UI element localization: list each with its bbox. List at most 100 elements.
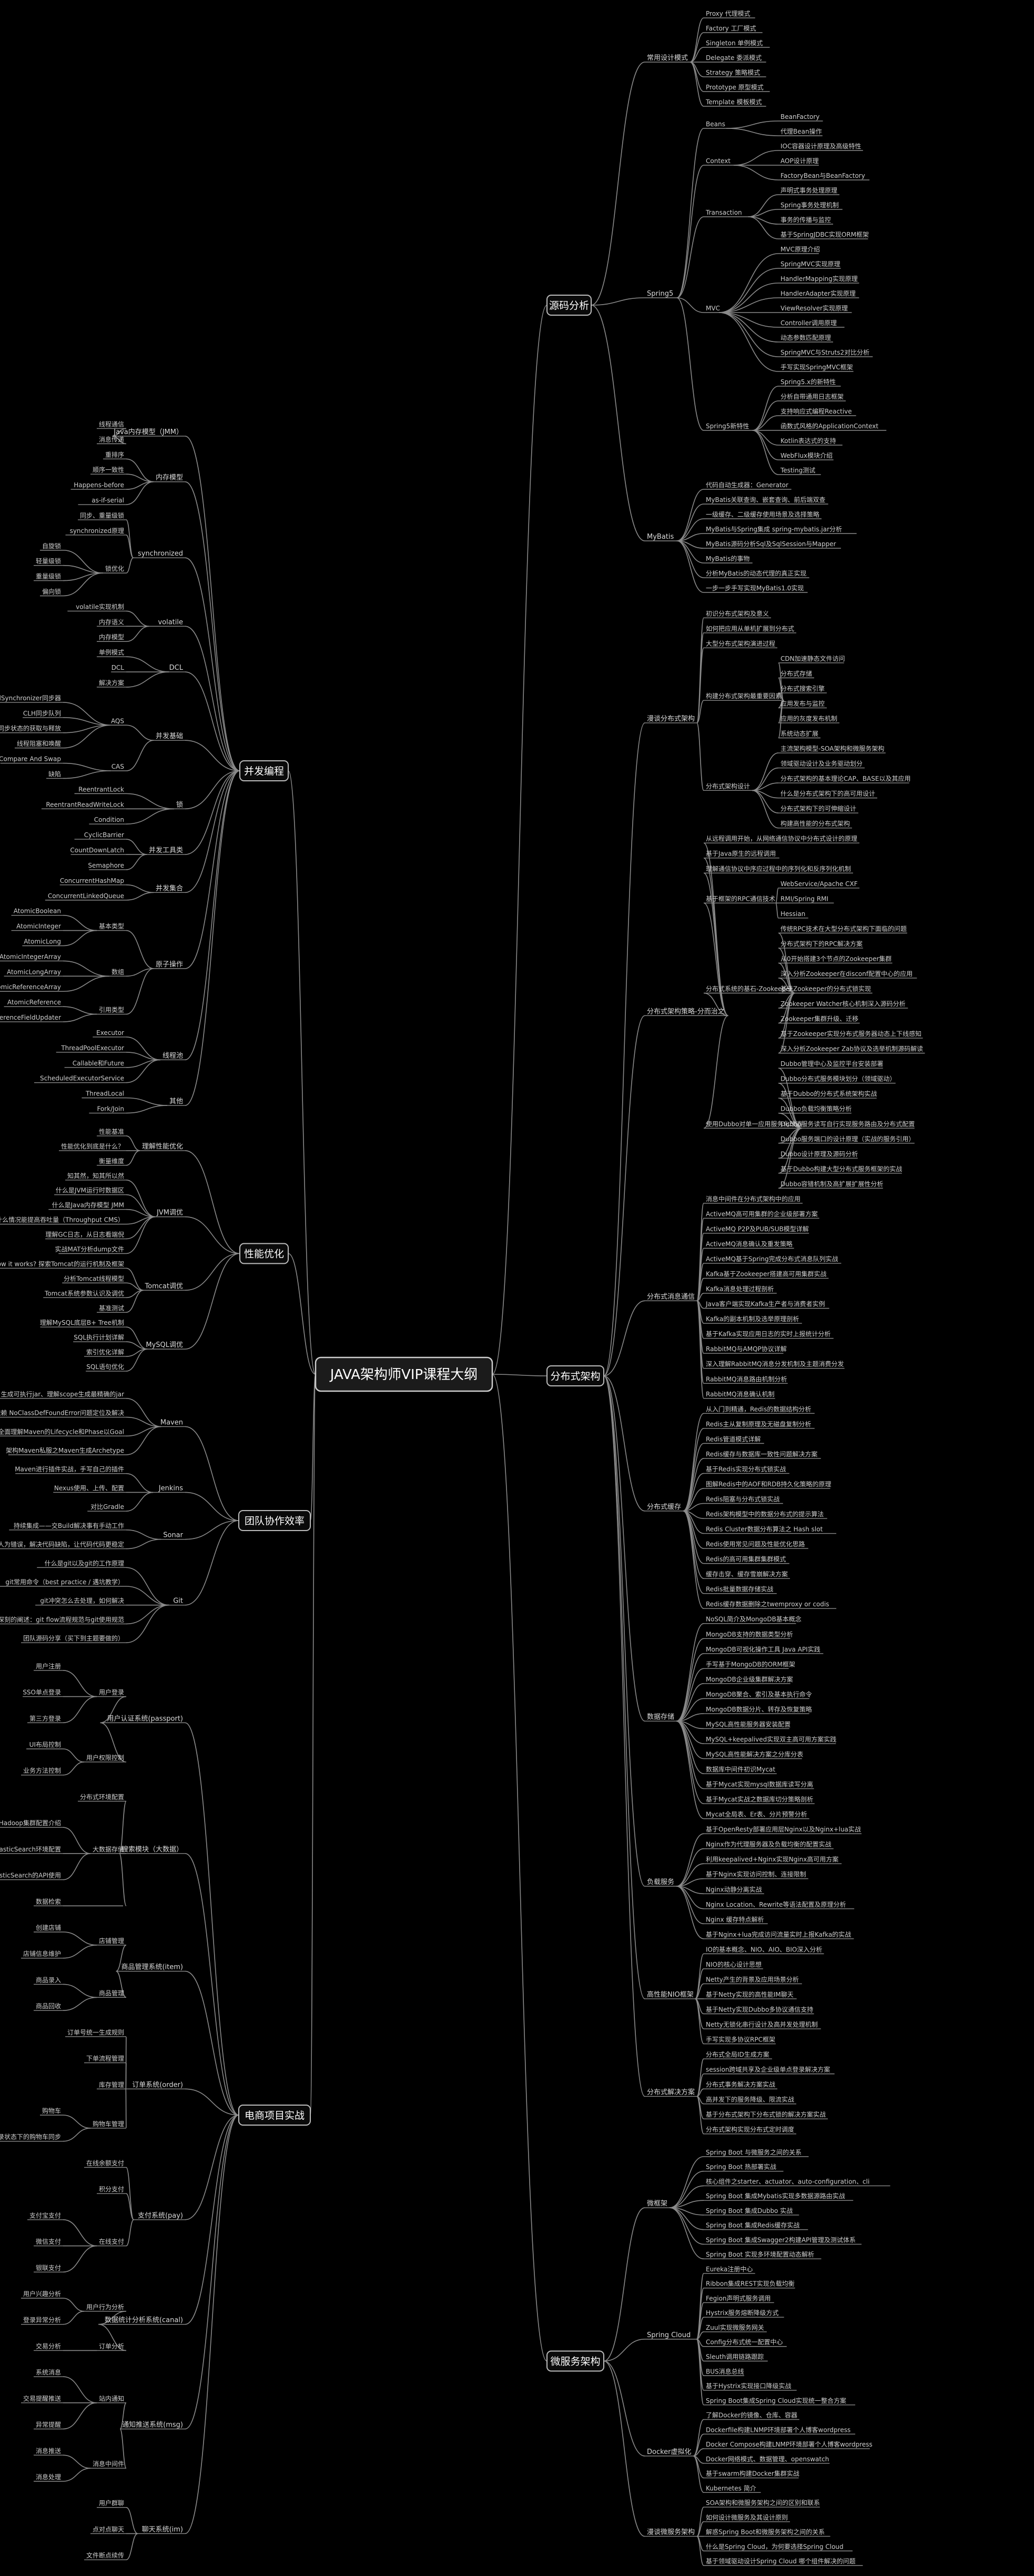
subtopic-数组: 数组 <box>111 968 124 975</box>
subtopic-并发工具类: 并发工具类 <box>149 846 183 854</box>
leaf-topic: 消息传递 <box>99 435 124 443</box>
leaf-topic: MySQL高性能解决方案之分库分表 <box>706 1750 803 1758</box>
leaf-topic: 手写实现SpringMVC框架 <box>780 363 853 371</box>
subtopic-Jenkins: Jenkins <box>158 1484 183 1492</box>
subtopic-数据统计分析系统(canal): 数据统计分析系统(canal) <box>105 2317 183 2325</box>
leaf-topic: Nginx 缓存特点解析 <box>706 1915 764 1923</box>
leaf-topic: Dubbo容错机制及高扩展扩展性分析 <box>780 1180 883 1188</box>
leaf-topic: 理解MySQL底层B+ Tree机制 <box>40 1319 124 1326</box>
leaf-topic: 消息处理 <box>36 2473 61 2481</box>
leaf-topic: 分布式架构的基本理论CAP、BASE以及其应用 <box>780 774 910 782</box>
subtopic-AQS: AQS <box>111 717 124 724</box>
leaf-topic: 性能优化到底是什么？ <box>61 1142 124 1150</box>
subtopic-分布式消息通信: 分布式消息通信 <box>647 1292 695 1301</box>
subtopic-常用设计模式: 常用设计模式 <box>647 54 688 62</box>
leaf-topic: 异常提醒 <box>36 2421 61 2429</box>
leaf-topic: Redis的高可用集群集群模式 <box>706 1555 786 1563</box>
leaf-topic: 如何把应用从单机扩展到分布式 <box>706 625 794 632</box>
leaf-topic: 订单号统一生成规则 <box>67 2028 124 2036</box>
leaf-topic: 分布式事务解决方案实战 <box>706 2080 775 2088</box>
subtopic-店铺管理: 店铺管理 <box>99 1937 124 1945</box>
subtopic-Transaction: Transaction <box>705 209 742 216</box>
leaf-topic: Redis缓存数据删除之twemproxy or codis <box>706 1600 829 1608</box>
leaf-topic: 深入分析Zookeeper Zab协议及选举机制源码解读 <box>780 1045 923 1053</box>
leaf-topic: 顺序一致性 <box>93 466 124 474</box>
leaf-topic: MVC原理介绍 <box>780 246 820 253</box>
subtopic-CAS: CAS <box>111 763 124 770</box>
subtopic-并发基础: 并发基础 <box>156 732 183 740</box>
leaf-topic: HandlerMapping实现原理 <box>780 275 858 283</box>
leaf-topic: 基于分布式架构下分布式锁的解决方案实战 <box>706 2110 826 2118</box>
topic-source[interactable] <box>546 295 592 316</box>
leaf-topic: Fork/Join <box>97 1105 124 1113</box>
leaf-topic: 声明式事务处理原理 <box>780 186 837 194</box>
subtopic-JVM调优: JVM调优 <box>156 1209 183 1217</box>
topic-performance[interactable] <box>239 1243 289 1264</box>
topic-concurrency[interactable] <box>239 760 289 781</box>
leaf-topic: Spring Boot 与微服务之间的关系 <box>706 2148 802 2156</box>
leaf-topic: HandlerAdapter实现原理 <box>780 289 856 297</box>
topic-project[interactable] <box>238 2105 311 2126</box>
leaf-topic: 基于Netty实现的高性能IM聊天 <box>706 1990 794 1998</box>
leaf-topic: 减少人为错误，解决代码缺陷，让代码代码更稳定 <box>0 1541 124 1548</box>
leaf-topic: 解决类冲突，包依赖 NoClassDefFoundError问题定位及解决 <box>0 1409 124 1417</box>
leaf-topic: 线程通信 <box>99 420 124 428</box>
subtopic-volatile: volatile <box>158 618 183 626</box>
leaf-topic: 积分支付 <box>99 2186 124 2193</box>
subtopic-大数据存储: 大数据存储 <box>93 1845 124 1853</box>
leaf-topic: 生成可执行jar、理解scope生成最精确的jar <box>1 1390 125 1398</box>
leaf-topic: Dubbo设计原理及源码分析 <box>780 1150 858 1158</box>
leaf-topic: 系统消息 <box>36 2368 61 2376</box>
leaf-topic: 从入门到精通，Redis的数据结构分析 <box>706 1405 811 1413</box>
leaf-topic: MyBatis源码分析Sql及SqlSession与Mapper <box>706 540 836 548</box>
leaf-topic: Compare And Swap <box>0 756 61 763</box>
leaf-topic: 手写基于MongoDB的ORM框架 <box>706 1660 795 1668</box>
leaf-topic: AtomicReferenceArray <box>0 983 61 991</box>
leaf-topic: Redis架构模型中的数据分布式的提示算法 <box>706 1510 824 1518</box>
topic-microservices[interactable] <box>546 2350 604 2372</box>
leaf-topic: UI布局控制 <box>29 1741 61 1748</box>
leaf-topic: 系统动态扩展 <box>780 730 818 738</box>
leaf-topic: ScheduledExecutorService <box>40 1075 124 1082</box>
leaf-topic: 基于SpringJDBC实现ORM框架 <box>780 230 869 238</box>
leaf-topic: 什么是Spring Cloud，为何要选择Spring Cloud <box>706 2543 844 2550</box>
leaf-topic: AbstractQueuedSynchronizer同步器 <box>0 695 61 702</box>
leaf-topic: SpringMVC与Struts2对比分析 <box>780 349 869 356</box>
leaf-topic: Tomcat系统参数认识及调优 <box>44 1289 124 1297</box>
leaf-topic: AtomicIntegerArray <box>0 953 61 960</box>
leaf-topic: 主流架构模型-SOA架构和微服务架构 <box>780 744 884 752</box>
leaf-topic: 基于领域驱动设计Spring Cloud 哪个组件解决的问题 <box>706 2557 856 2565</box>
leaf-topic: 一级缓存、二级缓存使用场景及选择策略 <box>706 510 819 518</box>
leaf-topic: 了解Docker的镜像、仓库、容器 <box>706 2411 797 2419</box>
leaf-topic: Prototype 原型模式 <box>706 84 764 91</box>
leaf-topic: 分析Tomcat线程模型 <box>64 1274 124 1282</box>
subtopic-用户认证系统(passport): 用户认证系统(passport) <box>107 1714 183 1723</box>
leaf-topic: 基于swarm构建Docker集群实战 <box>706 2470 799 2478</box>
leaf-topic: Netty无锁化串行设计及高并发处理机制 <box>706 2020 818 2028</box>
leaf-topic: 大型分布式架构演进过程 <box>706 639 775 647</box>
subtopic-DCL: DCL <box>169 664 184 672</box>
leaf-topic: 分析自带通用日志框架 <box>780 393 844 400</box>
subtopic-线程池: 线程池 <box>163 1052 183 1060</box>
subtopic-Java内存模型（JMM）: Java内存模型（JMM） <box>113 428 183 436</box>
topic-teamwork[interactable] <box>238 1510 311 1531</box>
leaf-topic: 从0开始搭建3个节点的Zookeeper集群 <box>780 954 891 962</box>
leaf-topic: Zookeeper集群升级、迁移 <box>780 1015 858 1023</box>
topic-distributed[interactable] <box>546 1365 604 1386</box>
subtopic-原子操作: 原子操作 <box>156 960 183 969</box>
leaf-topic: MyBatis与Spring集成 spring-mybatis.jar分析 <box>706 525 842 533</box>
leaf-topic: 库存管理 <box>99 2080 124 2088</box>
leaf-topic: 什么是分布式架构下的高可用设计 <box>780 790 875 798</box>
leaf-topic: ReentrantReadWriteLock <box>46 801 124 808</box>
leaf-topic: 理解GC日志，从日志看端倪 <box>45 1231 124 1239</box>
leaf-topic: Eureka注册中心 <box>706 2265 753 2273</box>
leaf-topic: 衡量维度 <box>99 1157 124 1165</box>
leaf-topic: MongoDB可视化操作工具 Java API实践 <box>706 1645 820 1653</box>
leaf-topic: 基于Mycat实现mysql数据库读写分离 <box>706 1780 813 1788</box>
central-topic[interactable]: JAVA架构师VIP课程大纲 <box>315 1356 493 1392</box>
leaf-topic: SQL语句优化 <box>86 1363 124 1371</box>
subtopic-负载服务: 负载服务 <box>647 1878 674 1886</box>
central-topic-box[interactable] <box>315 1356 493 1392</box>
leaf-topic: Dockerfile构建LNMP环境部署个人博客wordpress <box>706 2426 850 2433</box>
